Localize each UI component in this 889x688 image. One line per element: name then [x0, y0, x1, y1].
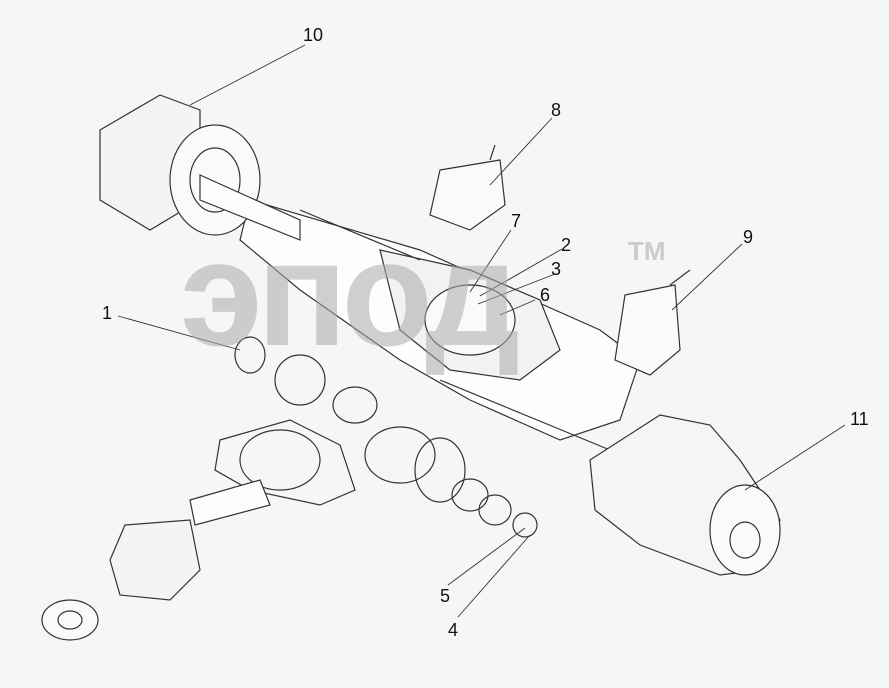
callout-4: 4	[448, 620, 459, 640]
air-spring-9	[614, 269, 691, 376]
bearing-rings	[234, 336, 538, 538]
wheel-hub-11	[589, 414, 781, 576]
callout-9: 9	[743, 227, 754, 247]
pinion-assembly	[41, 519, 201, 641]
callout-7: 7	[511, 211, 522, 231]
callout-10: 10	[303, 25, 324, 45]
brake-drum-left	[99, 94, 301, 241]
callout-2: 2	[561, 235, 572, 255]
callout-5: 5	[440, 586, 451, 606]
leader-lines	[117, 44, 846, 618]
axle-housing	[239, 199, 641, 451]
air-spring-8	[429, 144, 506, 231]
callout-3: 3	[551, 259, 562, 279]
callout-11: 11	[850, 409, 869, 429]
callout-6: 6	[540, 285, 551, 305]
differential-carrier	[189, 419, 356, 526]
watermark-text: эпод	[180, 209, 520, 377]
watermark-tm: TM	[628, 236, 666, 266]
callout-8: 8	[551, 100, 562, 120]
callout-1: 1	[102, 303, 113, 323]
